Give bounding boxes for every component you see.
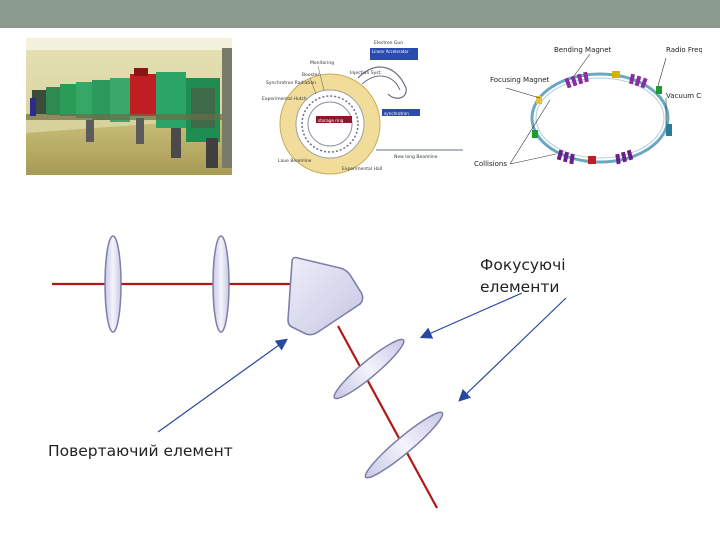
- focusing-elements-label: Фокусуючі елементи: [480, 254, 630, 298]
- focusing-lens-3: [329, 334, 408, 404]
- experimental-hutch-label: Experimental Hutch: [262, 96, 307, 102]
- focusing-pointer-arrow-1: [422, 293, 522, 337]
- experimental-hall-label: Experimental Hall: [342, 166, 382, 172]
- linear-accelerator-label: Linear Accelerator: [372, 49, 409, 54]
- injection-system-label: Injection Syst.: [350, 70, 382, 76]
- turning-pointer-arrow: [158, 340, 286, 432]
- focusing-lens-1: [105, 236, 121, 332]
- collider-circuit-diagram: Bending Magnet Focusing Magnet Radio Fre…: [470, 38, 702, 178]
- vacuum-chamber-label-line: Vacuum Chamber: [666, 92, 702, 100]
- vacuum-chamber-label: Vacuum Chamber: [666, 92, 702, 100]
- bending-magnet-label: Bending Magnet: [554, 46, 612, 54]
- storage-ring-diagram: storage ring synchrotron Linear Accelera…: [258, 38, 470, 178]
- monitoring-label: Monitoring: [310, 60, 334, 66]
- synchrotron-radiation-label: Synchrotron Radiation: [266, 80, 316, 86]
- collisions-label: Collisions: [474, 160, 507, 168]
- focusing-elements-label-line2: елементи: [480, 276, 630, 298]
- beam-optics-schematic: [0, 180, 720, 540]
- focusing-lens-2: [213, 236, 229, 332]
- focusing-magnet-label: Focusing Magnet: [490, 76, 550, 84]
- radio-frequency-cavity-label: Radio Frequency Cavity: [666, 46, 702, 54]
- focusing-magnet-label-line: Focusing Magnet: [490, 76, 550, 84]
- laue-beamline-label: Laue Beamline: [278, 158, 312, 164]
- turning-element-label: Повертаючий елемент: [48, 440, 288, 462]
- turning-element-prism: [288, 258, 363, 335]
- radio-frequency-cavity-label-line: Radio Frequency Cavity: [666, 46, 702, 54]
- accelerator-hall-photo: [26, 38, 232, 175]
- electron-gun-label: Electron Gun: [374, 40, 403, 46]
- booster-label: Booster: [302, 72, 319, 78]
- storage-ring-label: storage ring: [318, 118, 344, 123]
- focusing-elements-label-line1: Фокусуючі: [480, 254, 630, 276]
- new-long-beamline-label: New long Beamline: [394, 154, 438, 160]
- synchrotron-label: synchrotron: [384, 111, 409, 116]
- header-bar: [0, 0, 720, 28]
- focusing-lens-4: [361, 407, 448, 484]
